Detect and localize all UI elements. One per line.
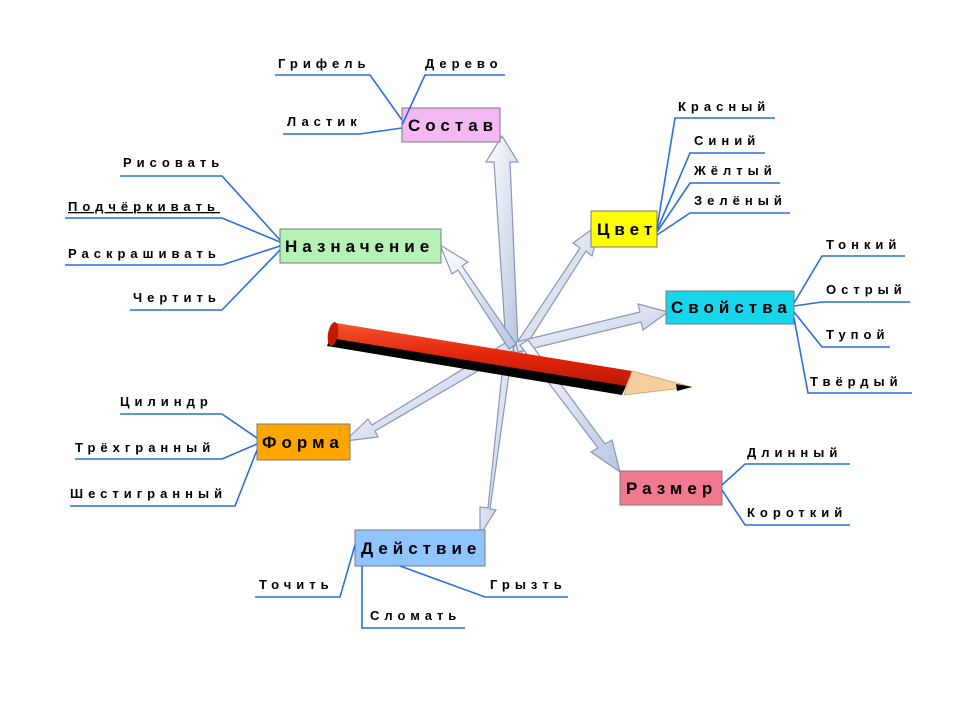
branch-svoystva: Тонкий Острый Тупой Твёрдый — [793, 237, 912, 394]
category-forma: Форма — [256, 423, 351, 461]
category-deystvie: Действие — [354, 529, 486, 567]
branch-forma: Цилиндр Трёхгранный Шестигранный — [70, 394, 258, 507]
branch-naznachenie: Рисовать Подчёркивать Раскрашивать Черти… — [65, 155, 281, 311]
leaf-label: Цилиндр — [120, 394, 213, 409]
category-razmer: Размер — [619, 470, 723, 506]
leaf-label: Зелёный — [694, 193, 787, 208]
leaf-label: Жёлтый — [693, 163, 777, 178]
leaf-label: Ластик — [287, 114, 362, 129]
pencil-icon — [327, 322, 693, 396]
leaf-label: Короткий — [747, 505, 847, 520]
leaf-label: Чертить — [133, 290, 221, 305]
branch-deystvie: Точить Грызть Сломать — [255, 544, 568, 629]
arrow-to-sostav — [484, 134, 520, 346]
arrow-to-svoystva — [515, 303, 670, 353]
category-label: Действие — [361, 539, 481, 558]
category-label: Размер — [626, 479, 717, 498]
category-label: Состав — [408, 116, 498, 135]
leaf-label: Твёрдый — [810, 374, 903, 389]
leaf-label: Красный — [678, 99, 770, 114]
leaf-label: Подчёркивать — [68, 199, 220, 214]
leaf-label: Сломать — [370, 608, 461, 623]
category-label: Цвет — [597, 220, 657, 239]
branch-razmer: Длинный Короткий — [721, 445, 850, 526]
leaf-label: Синий — [694, 133, 760, 148]
leaf-label: Грызть — [490, 577, 567, 592]
category-cvet: Цвет — [590, 210, 658, 248]
category-label: Форма — [262, 433, 344, 452]
leaf-label: Шестигранный — [70, 486, 227, 501]
category-label: Свойства — [671, 298, 792, 317]
leaf-label: Длинный — [747, 445, 842, 460]
leaf-label: Острый — [826, 282, 907, 297]
category-naznachenie: Назначение — [279, 228, 442, 264]
leaf-label: Рисовать — [123, 155, 224, 170]
leaf-label: Раскрашивать — [68, 246, 221, 261]
category-sostav: Состав — [401, 107, 501, 143]
leaf-label: Тупой — [826, 327, 889, 342]
leaf-label: Грифель — [278, 56, 371, 71]
branch-sostav: Грифель Дерево Ластик — [275, 56, 505, 135]
leaf-label: Трёхгранный — [75, 440, 215, 455]
category-label: Назначение — [285, 237, 434, 256]
arrow-to-naznachenie — [438, 243, 517, 350]
leaf-label: Тонкий — [826, 237, 901, 252]
branch-cvet: Красный Синий Жёлтый Зелёный — [656, 99, 790, 236]
leaf-label: Точить — [259, 577, 334, 592]
leaf-label: Дерево — [425, 56, 503, 71]
category-svoystva: Свойства — [665, 290, 795, 325]
